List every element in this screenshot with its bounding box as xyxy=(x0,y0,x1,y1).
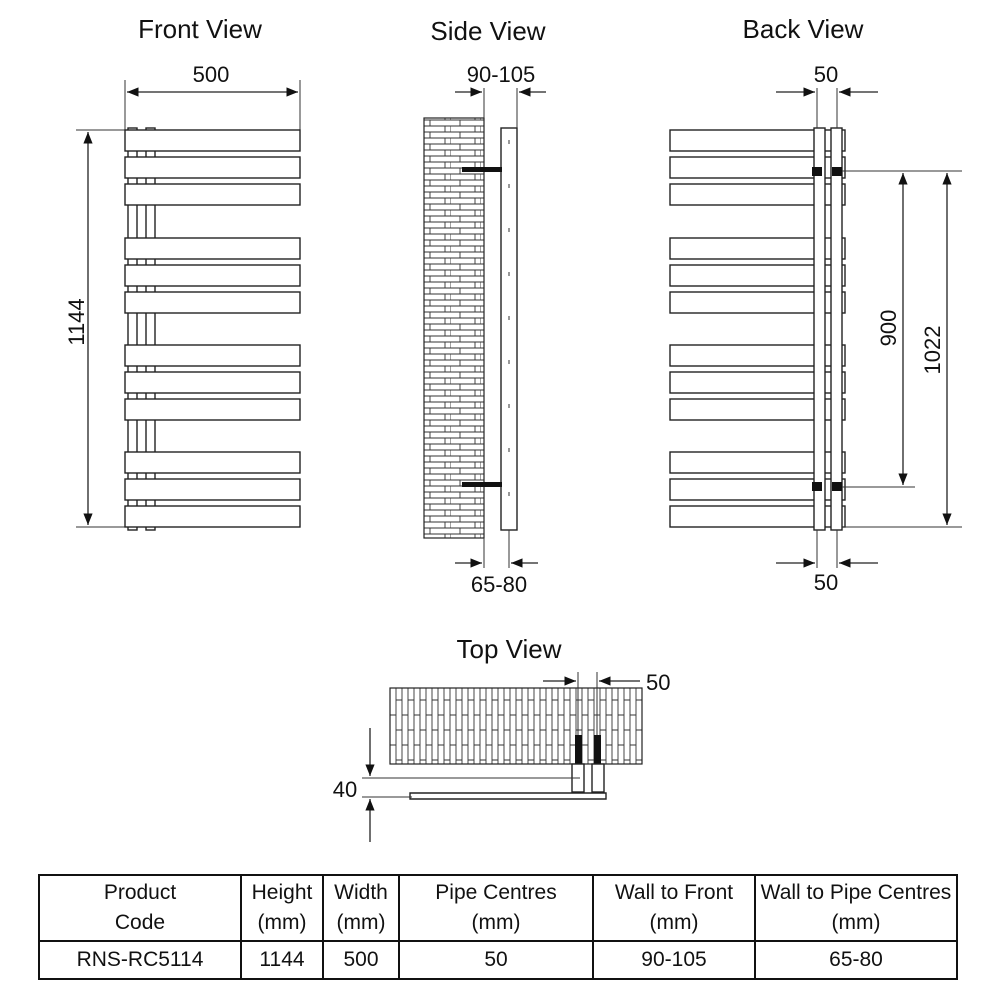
cell-wall-to-front: 90-105 xyxy=(592,940,756,980)
front-bar-10 xyxy=(124,451,301,474)
front-bar-4 xyxy=(124,237,301,260)
header-wall-to-pipe-centres: Wall to Pipe Centres(mm) xyxy=(754,874,958,942)
back-view-title: Back View xyxy=(743,14,864,44)
back-bar-5 xyxy=(669,264,846,287)
cell-product-code: RNS-RC5114 xyxy=(38,940,242,980)
side-radiator-body xyxy=(500,127,518,531)
front-right-pipe xyxy=(145,127,156,531)
front-bar-12 xyxy=(124,505,301,528)
header-height: Height(mm) xyxy=(240,874,324,942)
front-bar-3 xyxy=(124,183,301,206)
side-view-title: Side View xyxy=(430,16,545,46)
side-wall xyxy=(423,117,485,539)
back-left-pipe xyxy=(813,127,826,531)
cell-wall-to-pipe-centres: 65-80 xyxy=(754,940,958,980)
back-bar-11 xyxy=(669,478,846,501)
back-right-pipe xyxy=(830,127,843,531)
front-bar-6 xyxy=(124,291,301,314)
front-bar-group xyxy=(124,129,301,528)
header-width: Width(mm) xyxy=(322,874,400,942)
back-bar-2 xyxy=(669,156,846,179)
front-view-title: Front View xyxy=(138,14,262,44)
top-depth-label: 40 xyxy=(333,777,357,802)
back-top-label: 50 xyxy=(814,62,838,87)
back-outer-height-label: 1022 xyxy=(920,326,945,375)
back-view: Back View 50 50 900 1022 xyxy=(669,14,962,595)
front-bar-11 xyxy=(124,478,301,501)
front-width-label: 500 xyxy=(193,62,230,87)
front-bar-9 xyxy=(124,398,301,421)
back-bar-12 xyxy=(669,505,846,528)
top-view-title: Top View xyxy=(456,634,561,664)
back-bar-3 xyxy=(669,183,846,206)
front-bar-5 xyxy=(124,264,301,287)
front-bar-1 xyxy=(124,129,301,152)
back-bar-1 xyxy=(669,129,846,152)
table-row: RNS-RC5114 1144 500 50 90-105 65-80 xyxy=(38,940,958,980)
back-bar-6 xyxy=(669,291,846,314)
back-bar-9 xyxy=(669,398,846,421)
back-bottom-label: 50 xyxy=(814,570,838,595)
side-upper-bracket xyxy=(462,167,502,172)
back-bar-group xyxy=(669,129,846,528)
top-pipe-label: 50 xyxy=(646,670,670,695)
top-radiator-plate xyxy=(409,792,607,800)
cell-width: 500 xyxy=(322,940,400,980)
front-left-pipe xyxy=(127,127,138,531)
front-bar-8 xyxy=(124,371,301,394)
back-bar-10 xyxy=(669,451,846,474)
side-top-label: 90-105 xyxy=(467,62,536,87)
back-bar-8 xyxy=(669,371,846,394)
technical-drawing: Front View 500 1144 Side View 90-105 xyxy=(64,14,962,842)
front-view: Front View 500 1144 xyxy=(64,14,301,531)
front-bar-2 xyxy=(124,156,301,179)
top-view: Top View 50 40 xyxy=(333,634,670,842)
side-bottom-label: 65-80 xyxy=(471,572,527,597)
top-wall xyxy=(389,687,643,765)
back-bar-7 xyxy=(669,344,846,367)
header-pipe-centres: Pipe Centres(mm) xyxy=(398,874,594,942)
back-inner-height-label: 900 xyxy=(876,310,901,347)
side-view: Side View 90-105 65-80 xyxy=(423,16,546,597)
front-bar-7 xyxy=(124,344,301,367)
front-height-label: 1144 xyxy=(64,298,89,345)
cell-height: 1144 xyxy=(240,940,324,980)
back-bar-4 xyxy=(669,237,846,260)
header-wall-to-front: Wall to Front(mm) xyxy=(592,874,756,942)
side-lower-bracket xyxy=(462,482,502,487)
cell-pipe-centres: 50 xyxy=(398,940,594,980)
